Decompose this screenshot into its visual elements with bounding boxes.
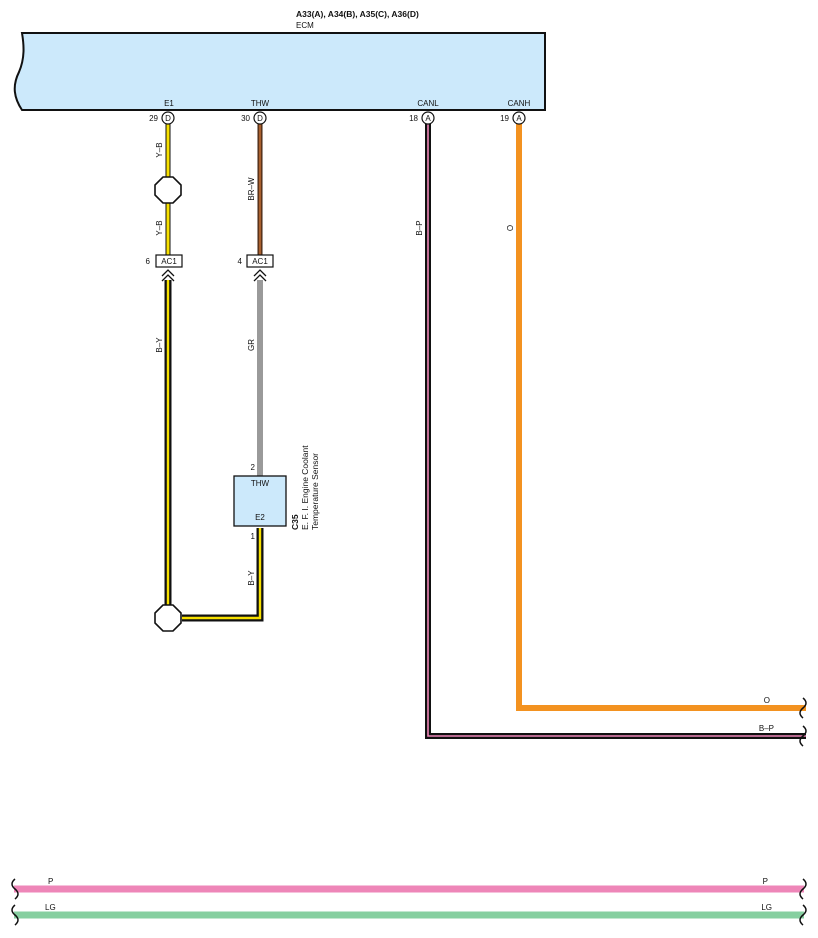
- wire-label-e1-harness: B–Y: [155, 337, 164, 353]
- wire-label-e2-ground: B–Y: [247, 570, 256, 586]
- splice-ground: [154, 604, 182, 632]
- break-mark-bus-right: [799, 878, 807, 926]
- svg-text:D: D: [257, 114, 263, 123]
- ecm-pin-name-canl: CANL: [417, 99, 439, 108]
- wire-e2-ground: [182, 528, 264, 622]
- wire-label-e1-upper: Y–B: [155, 142, 164, 157]
- wire-label-canh: O: [506, 225, 515, 231]
- break-mark-bus-left: [11, 878, 19, 926]
- junction-ac1-pin6: AC1 6: [146, 254, 183, 282]
- svg-text:A: A: [425, 114, 431, 123]
- wire-label-bus-p-right: P: [763, 877, 768, 886]
- ecm-pin-canh: A 19: [500, 111, 526, 125]
- sensor-name-line2: Temperature Sensor: [310, 453, 320, 530]
- sensor-name-line1: E. F. I. Engine Coolant: [300, 445, 310, 530]
- wire-label-canl: B–P: [415, 220, 424, 235]
- ecm-pin-num-thw: 30: [241, 114, 250, 123]
- break-mark-right-canl: [799, 725, 807, 747]
- break-mark-right-canh: [799, 697, 807, 719]
- ecm-pin-num-e1: 29: [149, 114, 158, 123]
- sensor-code: C35: [290, 514, 300, 530]
- wire-label-canl-out: B–P: [759, 724, 774, 733]
- sensor-pin-num-top: 2: [251, 463, 256, 472]
- ecm-pin-canl: A 18: [409, 111, 435, 125]
- ecm-pin-name-thw: THW: [251, 99, 270, 108]
- svg-text:AC1: AC1: [161, 257, 177, 266]
- ecm-pin-e1: D 29: [149, 111, 175, 125]
- svg-text:AC1: AC1: [252, 257, 268, 266]
- wire-label-thw-upper: BR–W: [247, 177, 256, 201]
- sensor-pin-num-bottom: 1: [251, 532, 256, 541]
- splice-e1: [154, 176, 182, 204]
- wire-canl: [425, 123, 806, 739]
- svg-text:A: A: [516, 114, 522, 123]
- ecm-pin-name-e1: E1: [164, 99, 174, 108]
- wire-label-bus-lg-right: LG: [761, 903, 772, 912]
- wire-label-bus-lg-left: LG: [45, 903, 56, 912]
- ecm-pin-num-canl: 18: [409, 114, 418, 123]
- ecm-name: ECM: [296, 21, 314, 30]
- ecm-connector-label: A33(A), A34(B), A35(C), A36(D): [296, 9, 419, 19]
- junction-ac1-pin4: AC1 4: [238, 254, 274, 282]
- wire-label-thw-harness: GR: [247, 339, 256, 351]
- sensor-pin-label-top: THW: [251, 479, 270, 488]
- wire-label-canh-out: O: [764, 696, 770, 705]
- wire-canh: [516, 123, 806, 711]
- ecm-box: [13, 32, 546, 111]
- junction-pin-num-4: 4: [238, 257, 243, 266]
- sensor-pin-label-bottom: E2: [255, 513, 265, 522]
- ecm-pin-num-canh: 19: [500, 114, 509, 123]
- wire-label-bus-p-left: P: [48, 877, 53, 886]
- ecm-pin-thw: D 30: [241, 111, 267, 125]
- junction-pin-num-6: 6: [146, 257, 151, 266]
- ecm-pin-name-canh: CANH: [508, 99, 531, 108]
- sensor-box: [233, 475, 287, 527]
- svg-text:D: D: [165, 114, 171, 123]
- wire-label-e1-lower: Y–B: [155, 220, 164, 235]
